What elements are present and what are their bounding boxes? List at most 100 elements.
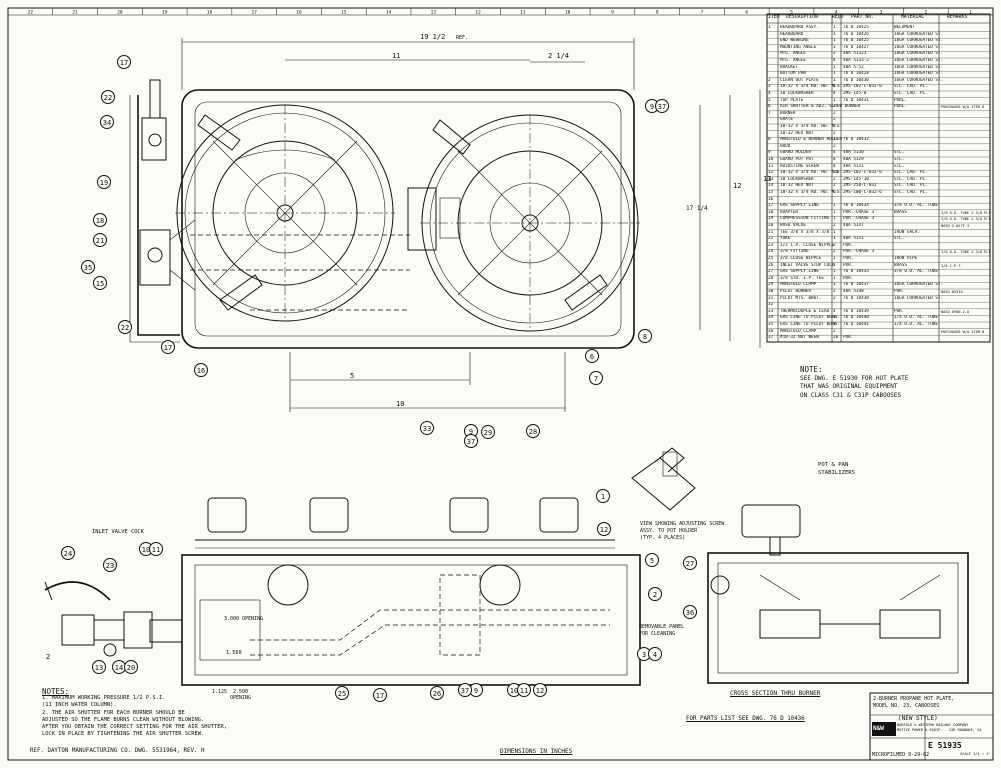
table-cell: 30: [768, 289, 774, 294]
dim-2: 2: [46, 653, 51, 661]
table-row: 10-32 X 3/4 RD. HD. M.S.2: [767, 124, 990, 131]
callout-bubble: 25: [335, 686, 349, 700]
table-cell: 3/8 O.D. TUBE X 3/8 M.P.T.: [941, 210, 990, 215]
table-cell: 76 D 10439: [843, 308, 869, 314]
table-cell: 1: [833, 315, 836, 321]
table-cell: MANIFOLD CLAMP: [780, 328, 817, 334]
table-cell: 3/8 O.D. AL. TUBE: [894, 269, 938, 275]
zone-label: 20: [117, 10, 123, 16]
callout-bubble: 33: [420, 421, 434, 435]
table-cell: 76 D 10433: [843, 269, 869, 275]
railway-logo: N&W: [873, 725, 884, 732]
table-cell: END WEBBING: [780, 38, 809, 44]
table-cell: 2MS-145-8: [843, 91, 867, 96]
table-cell: 2: [833, 130, 836, 136]
header-material: MATERIAL: [901, 15, 925, 20]
zone-label: 6: [745, 10, 748, 16]
opening-label: 3.000 OPENING: [224, 616, 264, 622]
note-heading: NOTE:: [800, 365, 823, 374]
table-cell: 3: [768, 84, 771, 90]
callout-bubble: 4: [648, 647, 662, 661]
table-cell: MOUNTING ANGLE: [780, 44, 817, 50]
table-cell: 10-32 HEX NUT: [780, 130, 814, 136]
table-cell: 26: [768, 262, 774, 268]
header-description: DESCRIPTION: [786, 15, 818, 20]
table-cell: 3/8 CLOSE NIPPLE: [780, 256, 822, 261]
notes-block: NOTES: 1. MAXIMUM WORKING PRESSURE 1/2 P…: [42, 688, 227, 738]
table-cell: BASO 2 #17F-3: [941, 224, 970, 228]
table-cell: 10-32 X 3/4 RD. HD. M.S.: [780, 84, 843, 90]
note-line: 1. MAXIMUM WORKING PRESSURE 1/2 P.S.I.: [42, 695, 166, 702]
table-cell: 35: [768, 322, 774, 327]
dim-width-11: 11: [392, 52, 401, 60]
table-cell: HOOD: [780, 143, 791, 149]
inlet-valve-label: INLET VALVE COCK: [92, 529, 144, 535]
table-cell: STL.: [894, 163, 905, 169]
table-cell: 16GA CORRUGATED ST.: [894, 71, 944, 77]
dim-depth-17: 17 1/4: [686, 205, 708, 212]
table-cell: 24: [768, 249, 774, 255]
table-cell: PUR.: [843, 335, 854, 341]
title-block: [869, 692, 994, 761]
table-cell: COMPRESSION FITTING: [780, 216, 830, 222]
table-cell: 10-32 X 3/4 RD. HD. M.S.: [780, 170, 843, 176]
pot-holder-bracket: [219, 274, 263, 311]
plan-view: [129, 79, 640, 349]
table-cell: 76 D 10425: [843, 38, 869, 44]
pot-stabilizer: [449, 497, 489, 533]
callout-bubble: 36: [683, 605, 697, 619]
company-text: NORFOLK & WESTERN RAILWAY COMPANY MOTIVE…: [897, 723, 981, 733]
table-cell: GAS LINE TO PILOT BURN.: [780, 315, 840, 321]
table-row: 32: [767, 302, 990, 309]
table-cell: 40A 5129: [843, 157, 864, 162]
dim-depth-12: 12: [733, 182, 742, 190]
table-cell: THERMOCOUPLE & LEAD: [780, 308, 830, 314]
callout-bubble: 29: [481, 425, 495, 439]
table-cell: 2: [833, 143, 836, 149]
table-cell: MANIFOLD CLAMP: [780, 282, 817, 288]
table-cell: 4: [833, 58, 836, 63]
callout-bubble: 35: [81, 260, 95, 274]
table-cell: 16GA CORRUGATED ST.: [894, 44, 944, 50]
table-cell: 16GA CORRUGATED ST.: [894, 282, 944, 288]
table-cell: 1/4 O.D. AL. TUBE: [894, 315, 938, 321]
callout-bubble: 27: [683, 556, 697, 570]
inlet-valve-cock: [44, 581, 183, 657]
dim-width-total: 19 1/2: [420, 33, 446, 41]
table-cell: 1: [833, 275, 836, 281]
table-cell: HEADBOARD: [780, 31, 804, 37]
callout-bubble: 26: [430, 686, 444, 700]
pot-stabilizer: [539, 497, 579, 533]
table-cell: 2: [833, 295, 836, 301]
table-cell: 16: [768, 196, 774, 202]
table-cell: 10-32 HEX NUT: [780, 183, 814, 189]
removable-line: REMOVABLE PANEL: [639, 624, 685, 630]
table-cell: 40A 5151: [843, 236, 864, 242]
zone-label: 17: [252, 10, 258, 16]
dim-5: 5: [350, 372, 355, 380]
table-cell: 2: [833, 183, 836, 189]
zone-label: 21: [72, 10, 78, 16]
table-cell: 76 D 10437: [843, 282, 869, 288]
zone-label: 1: [969, 10, 972, 16]
pot-stabilizer-section: [741, 504, 801, 538]
table-cell: 8: [768, 137, 771, 143]
table-cell: 3/8 I.P.T.: [941, 263, 963, 268]
callout-bubble: 13: [92, 660, 106, 674]
zone-label: 3: [880, 10, 883, 16]
table-cell: 2MS-100-C-032-6: [843, 190, 882, 195]
zone-label: 18: [207, 10, 213, 16]
table-cell: 28: [768, 275, 774, 281]
dim-10: 10: [396, 400, 405, 408]
table-header-row: ITEM DESCRIPTION REQD PART NO. MATERIAL …: [767, 15, 990, 23]
table-cell: 1: [833, 38, 836, 44]
